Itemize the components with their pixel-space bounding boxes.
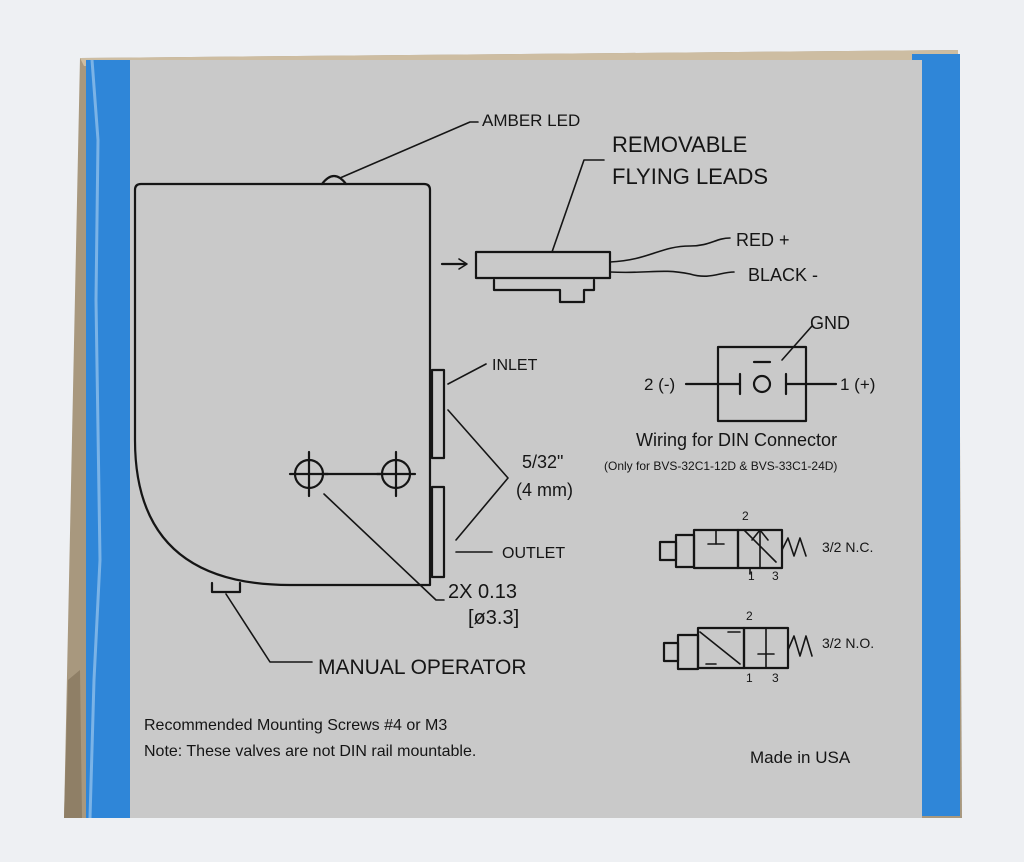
no-label: 3/2 N.O.	[822, 635, 874, 651]
removable-label: REMOVABLE	[612, 132, 747, 157]
outlet-label: OUTLET	[502, 545, 565, 562]
no-port3-label: 3	[772, 671, 779, 685]
no-port2-label: 2	[746, 609, 753, 623]
red-lead-label: RED +	[736, 230, 790, 250]
din-connector-symbol	[684, 325, 838, 423]
made-in-label: Made in USA	[750, 748, 851, 767]
valve-symbol-nc	[658, 528, 807, 575]
manual-operator-label: MANUAL OPERATOR	[318, 656, 526, 679]
amber-led-label: AMBER LED	[482, 111, 580, 130]
valve-symbol-no	[662, 626, 813, 671]
nc-label: 3/2 N.C.	[822, 539, 873, 555]
valve-body-drawing	[133, 174, 446, 594]
hole-diameter-label: [ø3.3]	[468, 607, 519, 629]
pin2-label: 2 (-)	[644, 375, 675, 394]
port-size-mm-label: (4 mm)	[516, 480, 573, 500]
inlet-label: INLET	[492, 357, 538, 374]
hole-count-label: 2X 0.13	[448, 581, 517, 603]
port-size-inch-label: 5/32"	[522, 452, 563, 472]
no-port1-label: 1	[746, 671, 753, 685]
gnd-label: GND	[810, 313, 850, 333]
mounting-screws-note: Recommended Mounting Screws #4 or M3	[144, 717, 447, 734]
flying-leads-label: FLYING LEADS	[612, 164, 768, 189]
black-lead-label: BLACK -	[748, 265, 818, 285]
pin1-label: 1 (+)	[840, 375, 875, 394]
box-body	[64, 50, 962, 819]
diagram-labels: AMBER LED REMOVABLE FLYING LEADS RED + B…	[144, 111, 875, 767]
nc-port2-label: 2	[742, 509, 749, 523]
nc-port3-label: 3	[772, 569, 779, 583]
din-note: (Only for BVS-32C1-12D & BVS-33C1-24D)	[604, 459, 837, 473]
din-title: Wiring for DIN Connector	[636, 430, 837, 450]
nc-port1-label: 1	[748, 569, 755, 583]
din-rail-note: Note: These valves are not DIN rail moun…	[144, 743, 476, 760]
leader-lines	[225, 121, 605, 663]
flying-leads-drawing	[440, 237, 735, 304]
